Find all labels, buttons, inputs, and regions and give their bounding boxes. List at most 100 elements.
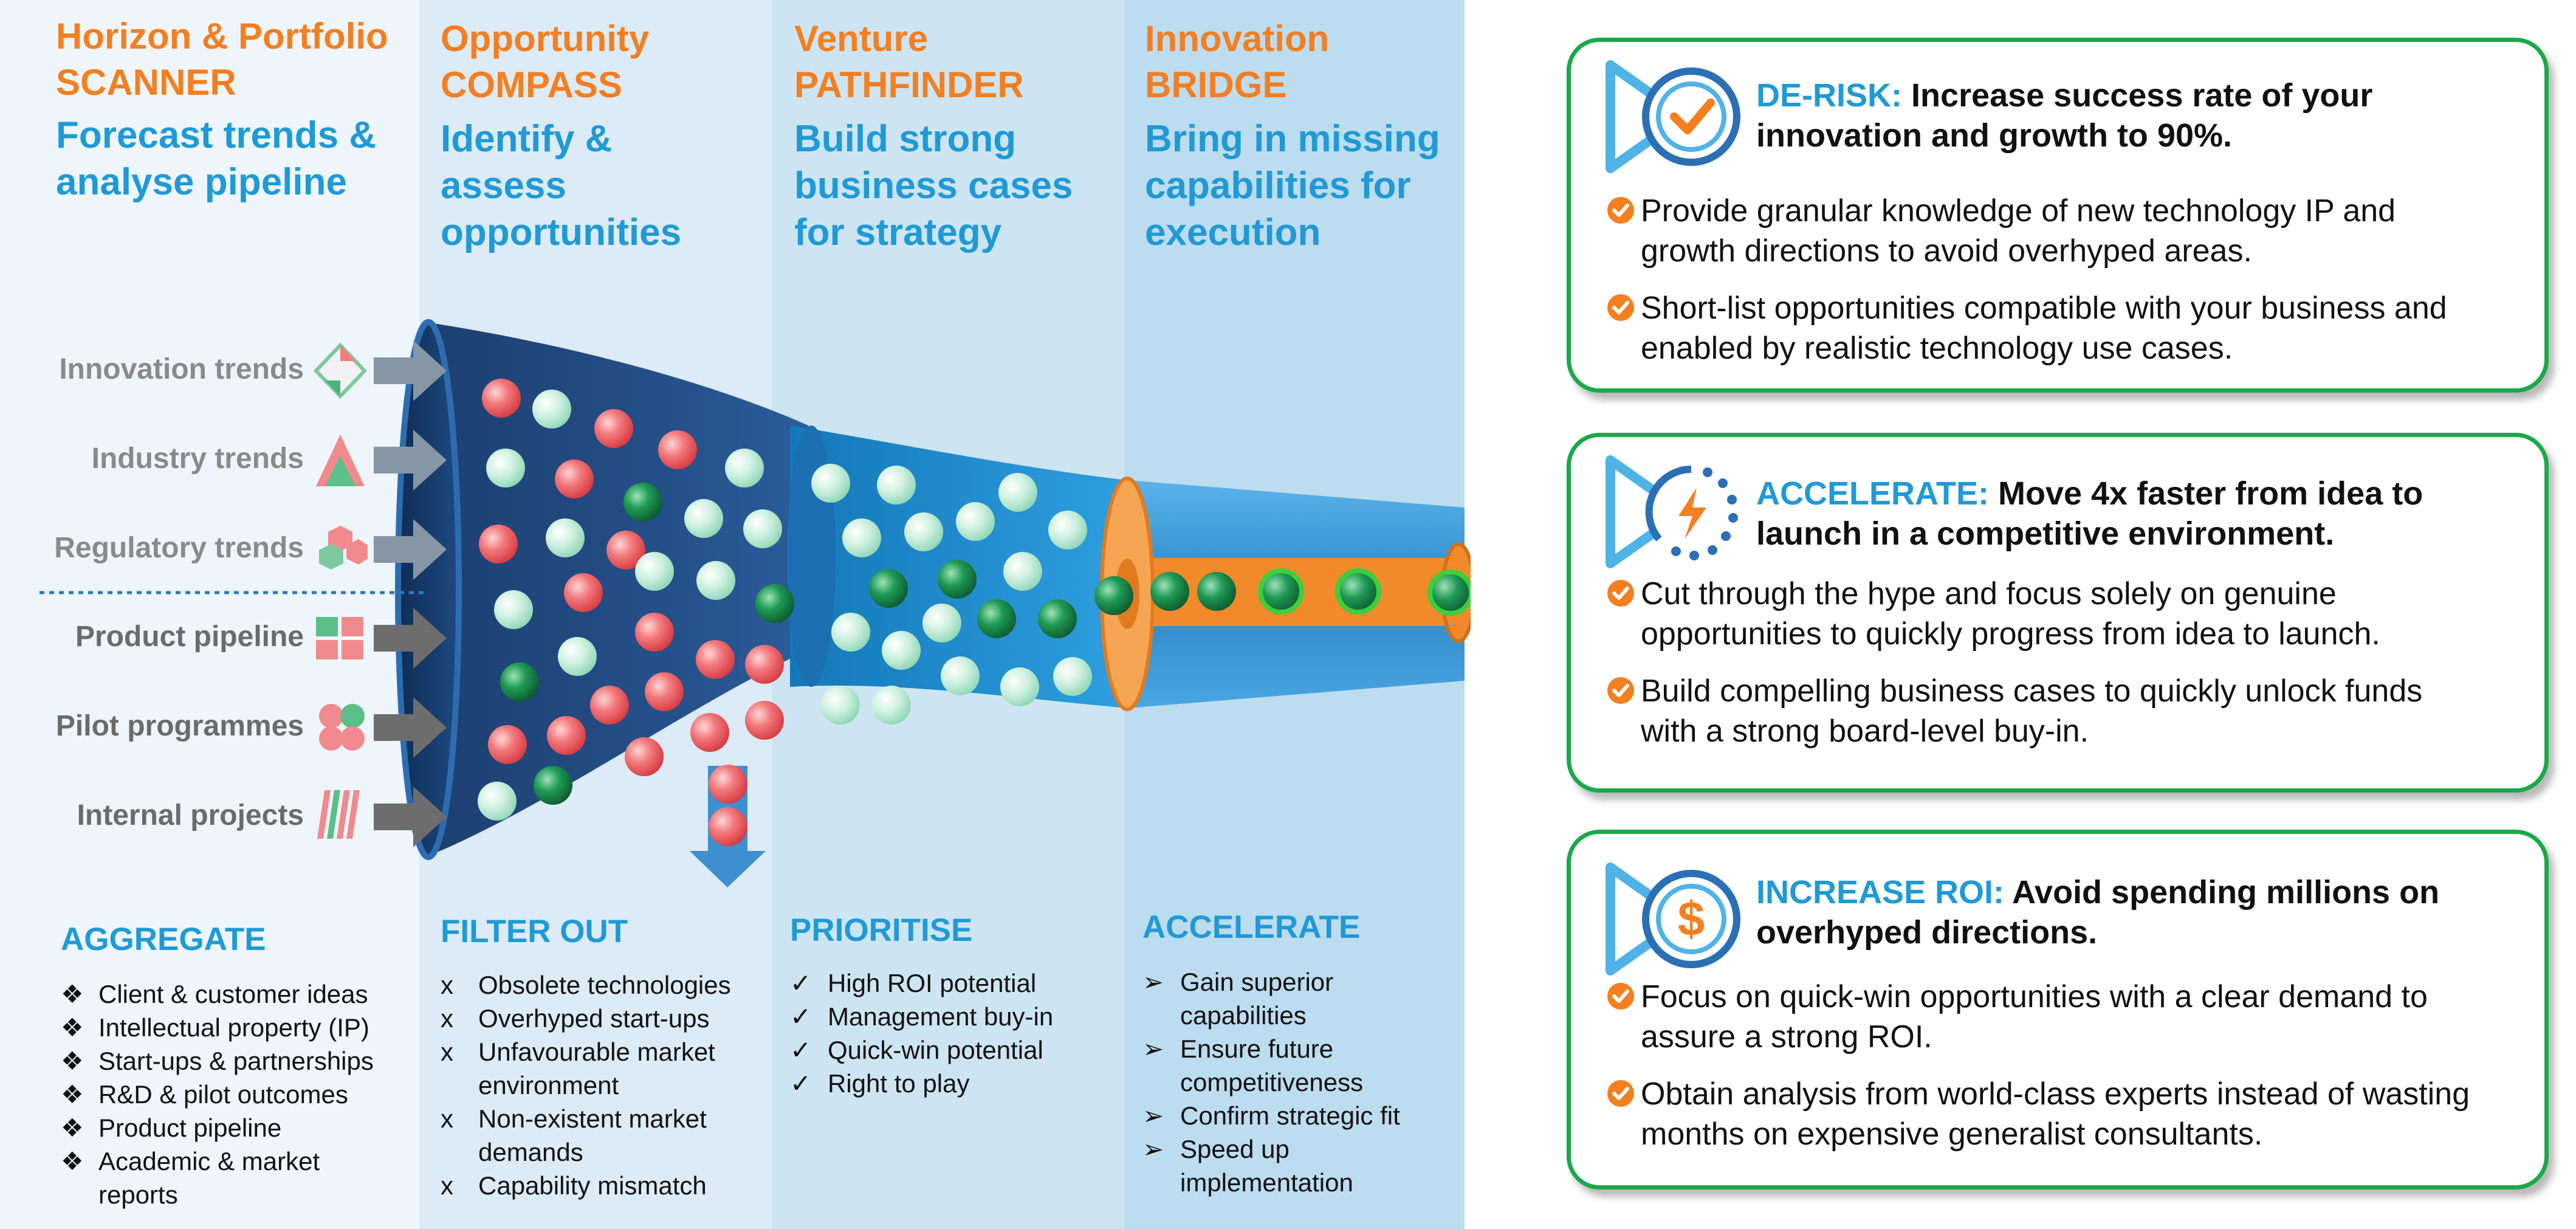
checkmark-icon bbox=[1606, 60, 1740, 173]
column-subtitle: Build strong bbox=[794, 118, 1017, 160]
bars-icon bbox=[317, 790, 360, 839]
stage-heading-filter-out: FILTER OUT bbox=[441, 914, 628, 949]
pipe-balls bbox=[1094, 568, 1471, 616]
column-subtitle: Forecast trends & bbox=[56, 114, 377, 156]
benefit-card-increase-roi: $ INCREASE ROI: Avoid spending millions … bbox=[1567, 830, 2549, 1189]
card-item: Focus on quick-win opportunities with a … bbox=[1607, 977, 2520, 1057]
mid-funnel-balls bbox=[811, 464, 1092, 725]
column-title: Innovation bbox=[1145, 18, 1330, 59]
column-subtitle: opportunities bbox=[441, 212, 682, 253]
lightning-icon bbox=[1606, 455, 1738, 568]
grid-icon bbox=[316, 617, 363, 659]
svg-text:$: $ bbox=[1678, 892, 1705, 946]
card-title-text: Avoid spending millions on bbox=[2004, 874, 2440, 911]
clover-icon bbox=[319, 704, 365, 751]
list-item: environment bbox=[478, 1071, 619, 1100]
funnel-balls bbox=[478, 379, 794, 846]
card-title-key: INCREASE ROI: bbox=[1756, 874, 2005, 911]
check-bullet-icon bbox=[1607, 294, 1634, 321]
list-item: ❖Product pipeline bbox=[61, 1114, 282, 1142]
card-item: Cut through the hype and focus solely on… bbox=[1607, 574, 2520, 654]
input-arrows bbox=[374, 340, 447, 847]
list-item: competitiveness bbox=[1180, 1068, 1364, 1096]
column-title: COMPASS bbox=[441, 64, 622, 105]
column-subtitle: Bring in missing bbox=[1145, 118, 1440, 160]
card-title-text: Increase success rate of your bbox=[1902, 77, 2373, 114]
column-subtitle: assess bbox=[441, 165, 566, 207]
check-bullet-icon bbox=[1607, 677, 1634, 704]
input-label-product-pipeline: Product pipeline bbox=[75, 621, 304, 653]
list-item: capabilities bbox=[1180, 1001, 1307, 1030]
column-header-scanner: Horizon & Portfolio SCANNER Forecast tre… bbox=[56, 13, 388, 205]
accelerate-list: ➢Gain superior capabilities ➢Ensure futu… bbox=[1142, 965, 1400, 1199]
card-title: DE-RISK: Increase success rate of your i… bbox=[1756, 75, 2372, 156]
list-item: implementation bbox=[1180, 1168, 1353, 1197]
column-title: SCANNER bbox=[56, 62, 236, 103]
card-item: Obtain analysis from world-class experts… bbox=[1607, 1074, 2520, 1154]
list-item: ❖Academic & market bbox=[61, 1147, 320, 1176]
list-item: ✓Management buy-in bbox=[790, 1002, 1054, 1031]
column-subtitle: for strategy bbox=[794, 212, 1002, 253]
stage-heading-prioritise: PRIORITISE bbox=[790, 912, 973, 948]
hexagon-icon bbox=[319, 526, 368, 570]
column-header-bridge: Innovation BRIDGE Bring in missing capab… bbox=[1145, 16, 1440, 256]
card-title-text: Move 4x faster from idea to bbox=[1988, 475, 2423, 512]
input-label-pilot-programmes: Pilot programmes bbox=[55, 710, 304, 742]
column-subtitle: business cases bbox=[794, 165, 1073, 207]
input-label-industry-trends: Industry trends bbox=[91, 442, 304, 475]
check-bullet-icon bbox=[1607, 983, 1634, 1010]
stage-heading-aggregate: AGGREGATE bbox=[61, 921, 266, 957]
column-subtitle: capabilities for bbox=[1145, 165, 1411, 207]
stage-heading-accelerate: ACCELERATE bbox=[1142, 909, 1361, 945]
column-title: PATHFINDER bbox=[794, 64, 1024, 105]
list-item: ❖Intellectual property (IP) bbox=[61, 1013, 369, 1042]
funnel-diagram bbox=[39, 319, 1471, 887]
list-item: ❖R&D & pilot outcomes bbox=[61, 1080, 348, 1109]
list-item: ➢Ensure future bbox=[1142, 1034, 1334, 1063]
card-title-key: DE-RISK: bbox=[1756, 77, 1902, 114]
list-item: ❖Start-ups & partnerships bbox=[61, 1047, 374, 1075]
list-item: ✓Right to play bbox=[790, 1069, 970, 1098]
column-subtitle: execution bbox=[1145, 212, 1321, 253]
column-title: Horizon & Portfolio bbox=[56, 16, 388, 57]
benefit-card-de-risk: DE-RISK: Increase success rate of your i… bbox=[1567, 38, 2549, 393]
input-label-innovation-trends: Innovation trends bbox=[59, 353, 304, 385]
list-item: ❖Client & customer ideas bbox=[61, 980, 368, 1008]
column-subtitle: Identify & bbox=[441, 118, 613, 160]
card-title-key: ACCELERATE: bbox=[1756, 475, 1989, 512]
list-item: ➢Gain superior bbox=[1142, 968, 1334, 996]
list-item: ➢Confirm strategic fit bbox=[1142, 1101, 1400, 1130]
card-item: Provide granular knowledge of new techno… bbox=[1607, 191, 2520, 271]
aggregate-list: ❖Client & customer ideas ❖Intellectual p… bbox=[61, 977, 374, 1211]
list-item: ✓High ROI potential bbox=[790, 969, 1037, 997]
card-item: Short-list opportunities compatible with… bbox=[1607, 288, 2520, 368]
column-header-pathfinder: Venture PATHFINDER Build strong business… bbox=[794, 16, 1073, 256]
column-header-compass: Opportunity COMPASS Identify & assess op… bbox=[441, 16, 681, 256]
list-item: ✓Quick-win potential bbox=[790, 1036, 1043, 1064]
column-subtitle: analyse pipeline bbox=[56, 161, 347, 203]
list-item: ➢Speed up bbox=[1142, 1135, 1290, 1163]
card-title-text: overhyped directions. bbox=[1756, 914, 2098, 951]
card-title-text: launch in a competitive environment. bbox=[1756, 515, 2335, 552]
column-title: Venture bbox=[794, 18, 929, 59]
check-bullet-icon bbox=[1607, 1080, 1634, 1107]
input-label-internal-projects: Internal projects bbox=[77, 799, 304, 831]
column-title: BRIDGE bbox=[1145, 64, 1287, 105]
card-title-text: innovation and growth to 90%. bbox=[1756, 117, 2232, 154]
check-bullet-icon bbox=[1607, 197, 1634, 224]
prioritise-list: ✓High ROI potential ✓Management buy-in ✓… bbox=[790, 966, 1053, 1100]
card-item: Build compelling business cases to quick… bbox=[1607, 671, 2520, 751]
column-bg-scanner bbox=[0, 0, 419, 1229]
benefit-card-accelerate: ACCELERATE: Move 4x faster from idea to … bbox=[1567, 433, 2549, 793]
check-bullet-icon bbox=[1607, 580, 1634, 607]
input-label-regulatory-trends: Regulatory trends bbox=[54, 532, 304, 564]
card-title: INCREASE ROI: Avoid spending millions on… bbox=[1756, 872, 2439, 952]
column-title: Opportunity bbox=[441, 18, 650, 59]
triangle-icon bbox=[316, 435, 365, 486]
